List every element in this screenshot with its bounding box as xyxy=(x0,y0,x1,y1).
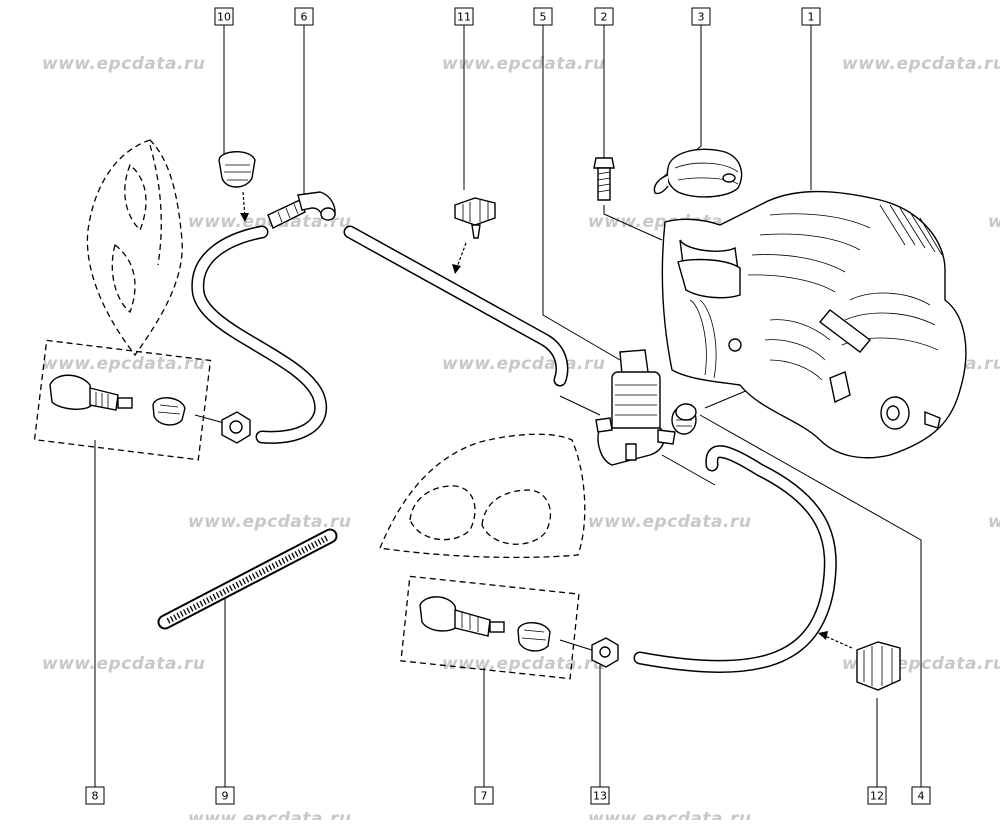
watermark: www.epcdata.ru xyxy=(588,809,751,820)
nozzle-clip-left xyxy=(152,397,186,426)
callout-label: 2 xyxy=(601,11,608,24)
callout-5: 5 xyxy=(533,7,553,26)
watermark: www.epcdata.ru xyxy=(988,512,1000,532)
callout-label: 6 xyxy=(301,11,308,24)
bolt xyxy=(593,157,615,201)
headlamp-right-outline xyxy=(379,433,586,559)
callout-label: 10 xyxy=(217,11,231,24)
callout-label: 4 xyxy=(918,790,925,803)
watermark: www.epcdata.ru xyxy=(42,654,205,674)
callout-label: 3 xyxy=(698,11,705,24)
callout-9: 9 xyxy=(215,786,235,805)
callout-6: 6 xyxy=(294,7,314,26)
elbow-connector xyxy=(267,191,336,229)
hose-clip-11 xyxy=(452,197,496,274)
watermark: www.epcdata.ru xyxy=(442,354,605,374)
callout-label: 12 xyxy=(870,790,884,803)
nozzle-group-frame-left xyxy=(33,339,212,461)
callout-2: 2 xyxy=(594,7,614,26)
hose-left xyxy=(191,225,328,444)
callout-4: 4 xyxy=(911,786,931,805)
callout-label: 11 xyxy=(457,11,471,24)
callout-label: 8 xyxy=(92,790,99,803)
callout-label: 13 xyxy=(593,790,607,803)
callout-13: 13 xyxy=(590,786,610,805)
callout-10: 10 xyxy=(214,7,234,26)
callout-label: 9 xyxy=(222,790,229,803)
nozzle-clip-right xyxy=(517,622,551,652)
hose-section-9 xyxy=(157,528,338,630)
callout-1: 1 xyxy=(801,7,821,26)
nut-13 xyxy=(591,637,619,668)
callout-label: 7 xyxy=(481,790,488,803)
watermark: www.epcdata.ru xyxy=(442,54,605,74)
callout-label: 5 xyxy=(540,11,547,24)
nut-left xyxy=(221,411,251,444)
hose-lower xyxy=(633,445,837,673)
hose-clip-12 xyxy=(818,631,901,691)
leader-lines xyxy=(94,25,922,787)
watermark: www.epcdata.ru xyxy=(188,809,351,820)
callout-label: 1 xyxy=(808,11,815,24)
watermark: www.epcdata.ru xyxy=(442,654,605,674)
hose-upper xyxy=(343,225,569,387)
callout-11: 11 xyxy=(454,7,474,26)
watermark: www.epcdata.ru xyxy=(42,54,205,74)
filler-cap xyxy=(653,148,743,198)
nozzle-right xyxy=(419,596,505,637)
watermark: www.epcdata.ru xyxy=(988,212,1000,232)
watermark: www.epcdata.ru xyxy=(842,54,1000,74)
nozzle-group-frame-right xyxy=(400,575,580,680)
watermark: www.epcdata.ru xyxy=(588,512,751,532)
grommet-10 xyxy=(218,151,256,222)
nozzle-left xyxy=(49,374,133,411)
callout-7: 7 xyxy=(474,786,494,805)
watermark: www.epcdata.ru xyxy=(42,354,205,374)
watermark: www.epcdata.ru xyxy=(188,212,351,232)
callout-12: 12 xyxy=(867,786,887,805)
pump-grommet xyxy=(671,403,697,435)
washer-reservoir xyxy=(661,190,967,459)
watermark: www.epcdata.ru xyxy=(188,512,351,532)
callout-8: 8 xyxy=(85,786,105,805)
callout-3: 3 xyxy=(691,7,711,26)
washer-pump xyxy=(595,349,676,466)
headlamp-left-outline xyxy=(86,139,183,357)
